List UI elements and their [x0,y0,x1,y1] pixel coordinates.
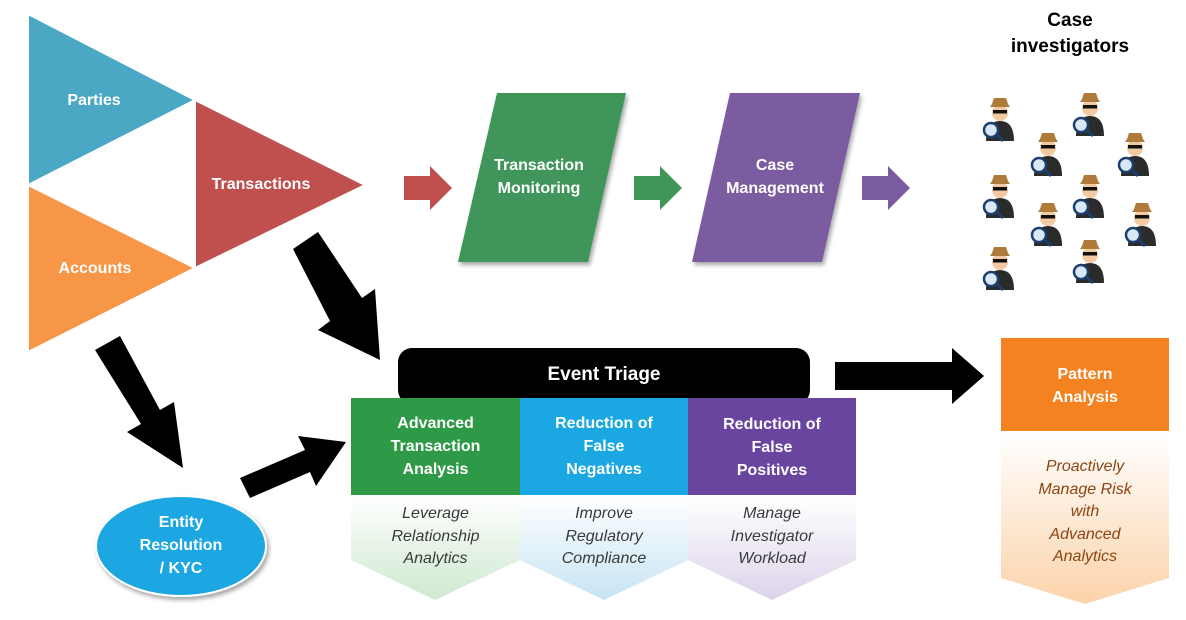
investigator-icon [1124,201,1158,248]
parties-triangle [27,12,198,187]
arrow-transactions-to-triage [293,232,380,360]
triage-column-2-box [520,398,688,495]
investigator-icon [982,245,1016,292]
pattern-analysis-benefit: Proactively Manage Risk with Advanced An… [1038,458,1132,565]
investigators-group [982,91,1158,292]
arrow-triage-to-pattern [835,348,984,404]
triage-benefit-3-chevron [688,497,856,600]
triage-benefit-2: Improve Regulatory Compliance [561,505,647,567]
arrow-to-monitoring [404,166,452,210]
triage-heading-1: Advanced Transaction Analysis [390,415,481,478]
triage-column-3-box [688,398,856,495]
triage-benefit-1-chevron [351,497,520,600]
case-management-shape [692,93,860,262]
case-management-label: Case Management [726,157,824,197]
investigator-icon [1072,91,1106,138]
transactions-label: Transactions [211,176,311,193]
investigator-icon [982,173,1016,220]
arrow-accounts-to-entity [95,336,183,468]
entity-resolution-label: Entity Resolution / KYC [139,514,223,577]
arrow-entity-to-triage [240,436,346,498]
arrow-to-case-management [634,166,682,210]
investigator-icon [1117,131,1151,178]
transaction-monitoring-shape [458,93,626,262]
investigator-icon [1072,173,1106,220]
event-triage-header-box [398,348,810,404]
triage-benefit-3: Manage Investigator Workload [730,505,814,567]
transaction-monitoring-label: Transaction Monitoring [494,157,584,197]
case-investigators-title: Case investigators [1010,10,1130,57]
triage-column-1-box [351,398,520,495]
triage-benefit-2-chevron [520,497,688,600]
investigator-icon [982,96,1016,143]
entity-resolution-ellipse [95,495,267,597]
pattern-analysis-title: Pattern Analysis [1052,366,1118,406]
triage-heading-2: Reduction of False Negatives [555,415,653,478]
accounts-triangle [27,183,198,354]
pattern-benefit-chevron [1001,433,1169,604]
transactions-triangle [194,98,368,270]
investigator-icon [1030,131,1064,178]
investigator-icon [1030,201,1064,248]
pattern-analysis-box [1001,338,1169,431]
accounts-label: Accounts [58,260,132,277]
triage-heading-3: Reduction of False Positives [723,416,821,479]
investigator-icon [1072,238,1106,285]
event-triage-title: Event Triage [547,364,661,385]
parties-label: Parties [67,92,121,109]
arrow-to-investigators [862,166,910,210]
triage-benefit-1: Leverage Relationship Analytics [391,505,480,567]
